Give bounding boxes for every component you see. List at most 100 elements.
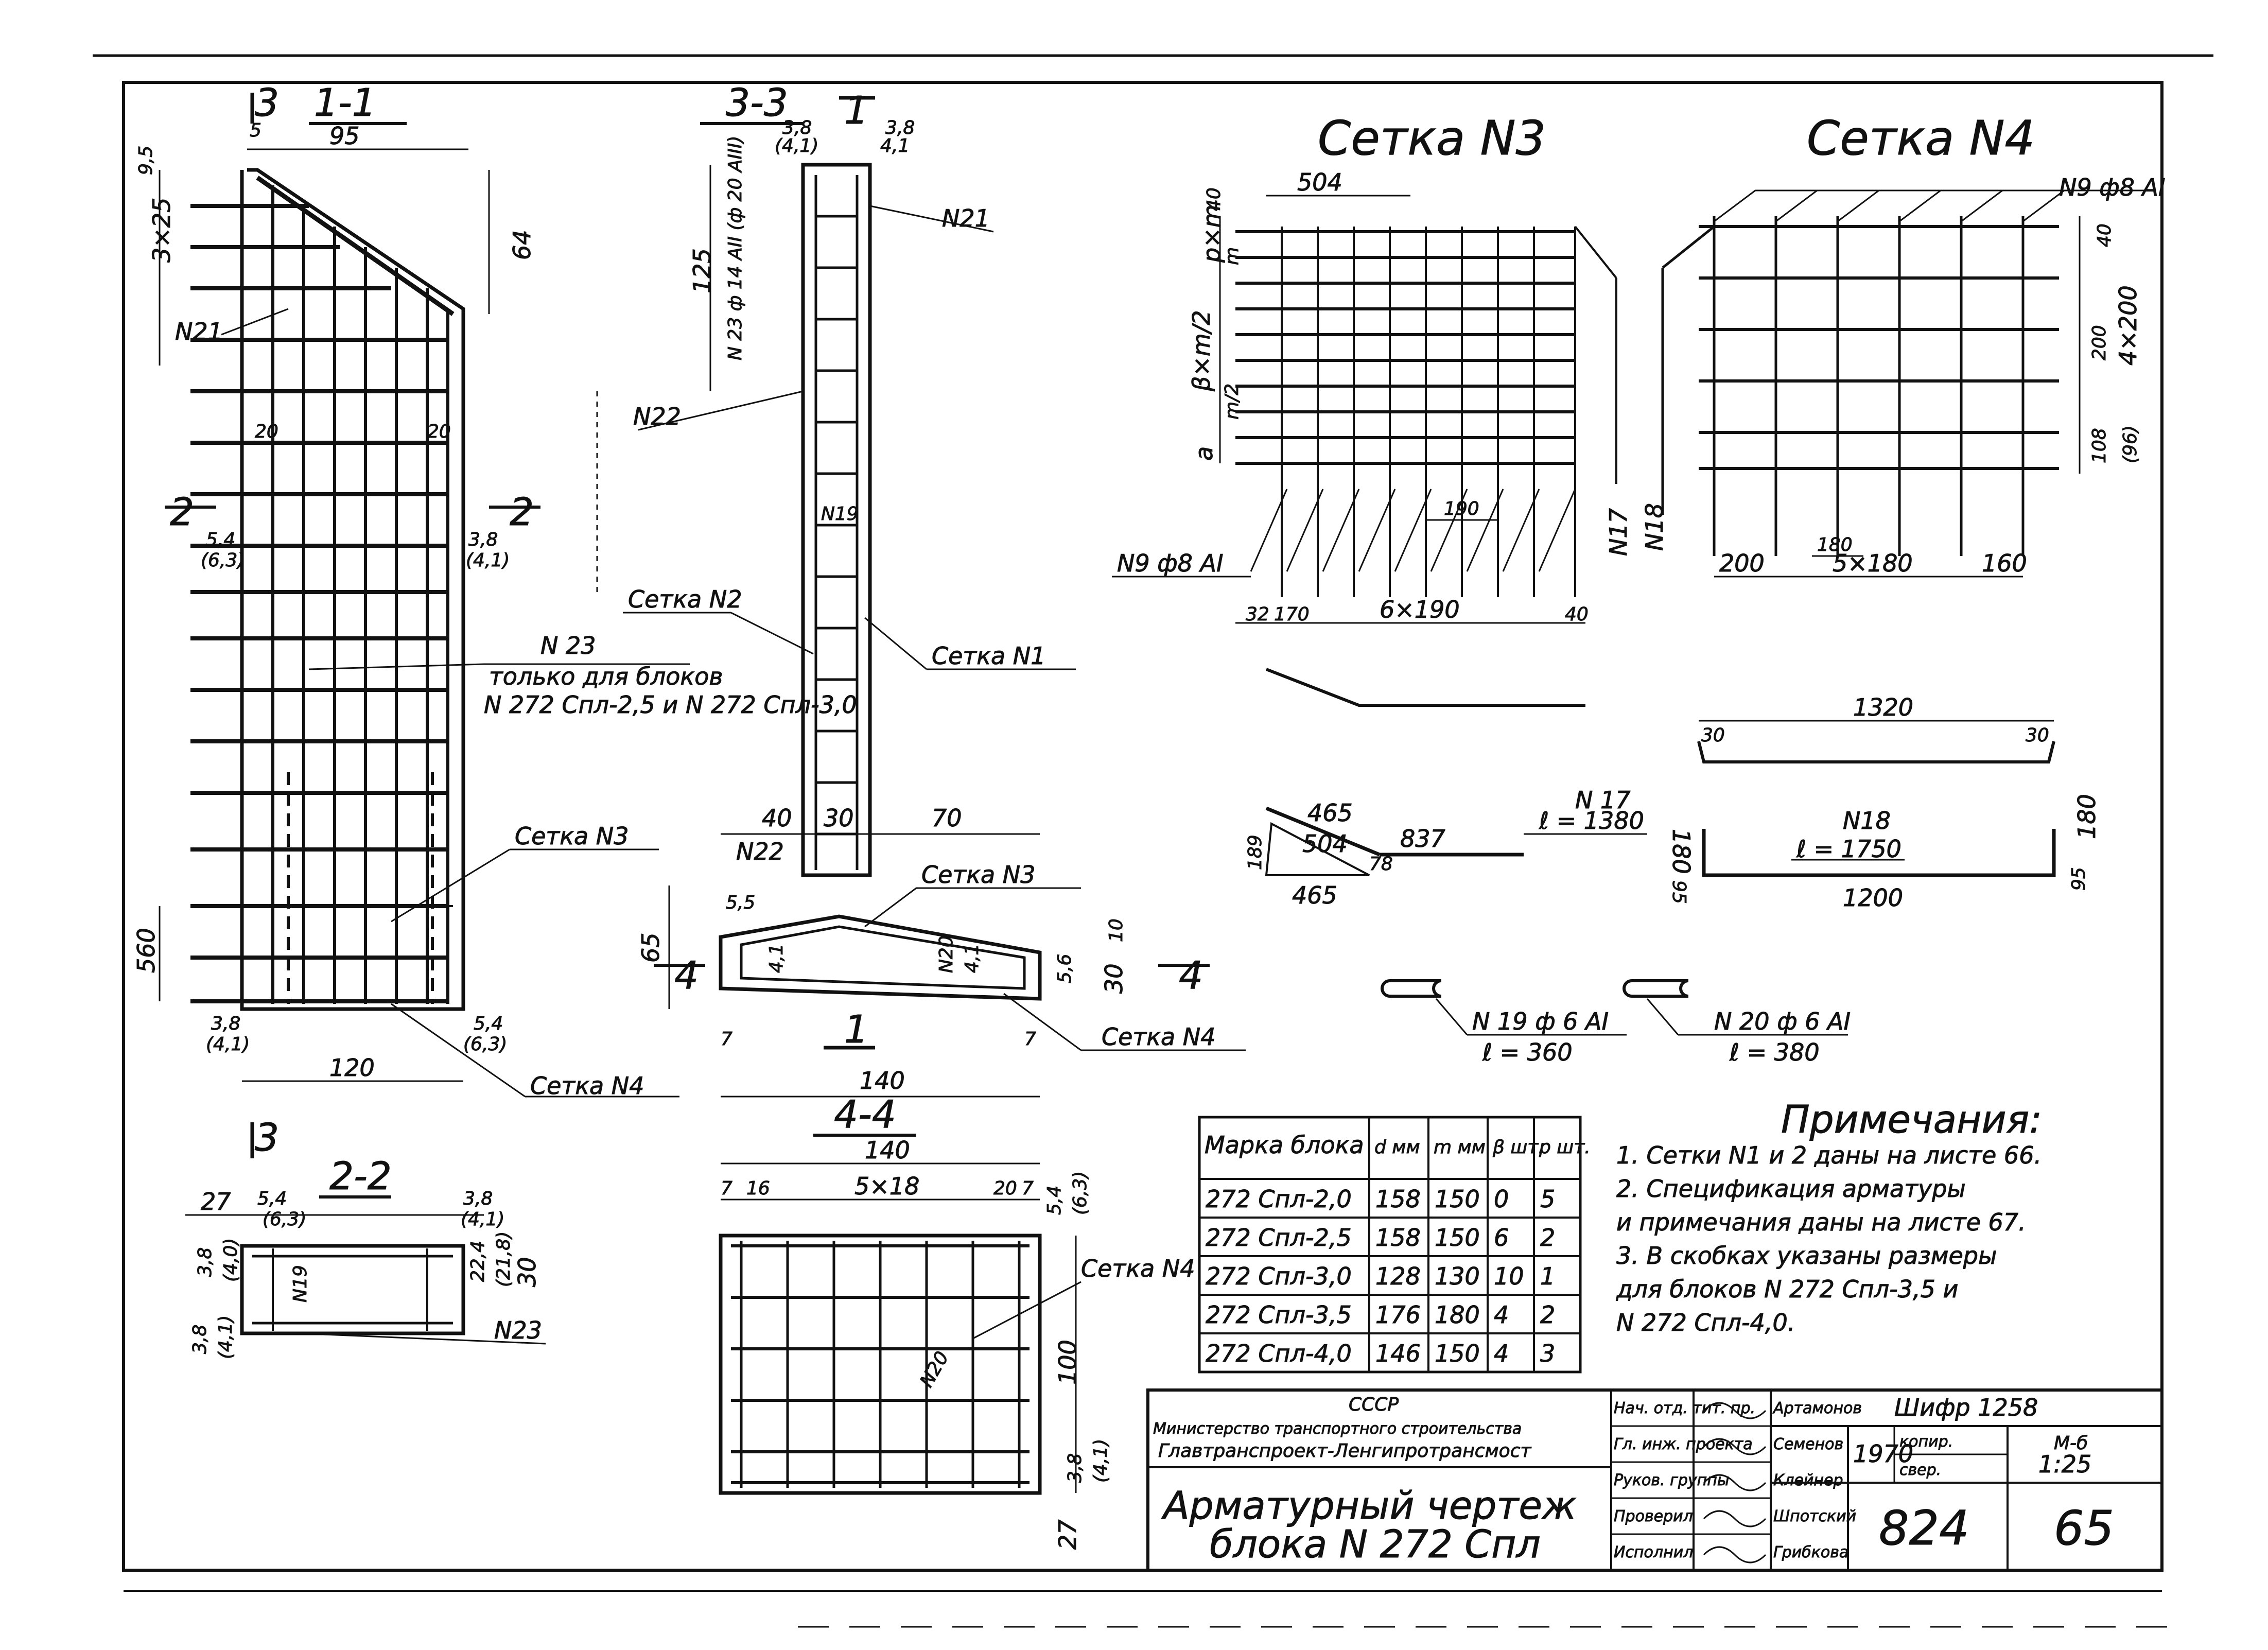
dim-108: 108 — [2089, 428, 2110, 463]
n17-length: ℓ = 1380 — [1539, 807, 1644, 835]
table-header-3: β шт. — [1492, 1137, 1544, 1158]
stamp-org-institute: Главтранспроект-Ленгипротрансмост — [1158, 1440, 1531, 1462]
dim-140: 140 — [865, 1136, 910, 1164]
dim-3-8-b: 3,8 — [885, 117, 915, 138]
label-setka-n1: Сетка N1 — [932, 642, 1046, 670]
dim-bottom-3-8: 3,8 — [189, 1325, 211, 1354]
dim-9-5: 9,5 — [135, 146, 156, 175]
dim-left-3-8: 3,8 — [195, 1247, 216, 1277]
table-cell: 0 — [1494, 1185, 1509, 1213]
dim-4-1: (4,1) — [1090, 1439, 1111, 1483]
mesh-n3-title: Сетка N3 — [1318, 111, 1546, 166]
table-cell: 158 — [1375, 1224, 1421, 1252]
table-cell: 2 — [1540, 1224, 1555, 1252]
stamp-role-2: Гл. инж. проекта — [1614, 1435, 1753, 1453]
stamp-scale-m: М-б — [2054, 1433, 2088, 1454]
table-cell: 130 — [1435, 1262, 1480, 1290]
dim-16: 16 — [746, 1178, 770, 1199]
note-line-3: и примечания даны на листе 67. — [1616, 1208, 2026, 1236]
cut-1-top: 1 — [844, 89, 868, 133]
dim-95: 95 — [329, 122, 360, 150]
label-setka-n4: Сетка N4 — [1102, 1023, 1216, 1051]
label-setka-n3: Сетка N3 — [515, 822, 629, 850]
dim-140: 140 — [860, 1067, 905, 1095]
table-cell: 158 — [1375, 1185, 1421, 1213]
dim-m-2: m/2 — [1222, 384, 1243, 420]
label-setka-n3: Сетка N3 — [921, 861, 1036, 889]
dim-180-left: 180 — [1667, 829, 1695, 874]
cut-4-right: 4 — [1179, 953, 1203, 998]
dim-180: 180 — [1817, 534, 1853, 555]
cut-4-left: 4 — [674, 953, 699, 998]
dim-40-right: 40 — [1565, 604, 1589, 625]
stamp-copy: копир. — [1899, 1433, 1953, 1451]
cut-3-bottom: 3 — [255, 1116, 279, 1160]
label-n20: N 20 ф 6 AI — [1714, 1008, 1851, 1035]
stamp-album-number: 824 — [1879, 1501, 1969, 1556]
dim-7-right: 7 — [1024, 1029, 1036, 1050]
table-cell: 150 — [1435, 1185, 1480, 1213]
table-cell: 4 — [1494, 1301, 1509, 1329]
stamp-name-1: Артамонов — [1772, 1399, 1862, 1417]
cut-2-left: 2 — [170, 490, 194, 534]
label-n9-bottom: N9 ф8 AI — [1117, 549, 1224, 577]
note-line-2: 2. Спецификация арматуры — [1616, 1175, 1966, 1203]
table-cell: 2 — [1540, 1301, 1555, 1329]
dim-5x180: 5×180 — [1833, 549, 1913, 577]
dim-20: 20 — [993, 1178, 1017, 1199]
dim-5-6: 5,6 — [1054, 954, 1075, 983]
dim-100: 100 — [1054, 1340, 1081, 1385]
section-1-1-title: 1-1 — [314, 81, 376, 125]
dim-6-3: (6,3) — [263, 1209, 306, 1230]
table-cell: 150 — [1435, 1340, 1480, 1367]
dim-200-bottom: 200 — [1719, 549, 1765, 577]
dim-22-4: 22,4 — [467, 1241, 489, 1282]
stamp-role-4: Проверил — [1614, 1507, 1693, 1525]
dim-125: 125 — [688, 248, 716, 293]
label-n23: N 23 — [540, 632, 596, 659]
dim-20-right: 20 — [427, 421, 451, 442]
dim-560: 560 — [132, 928, 160, 973]
section-3-3: 3-3 1 3,8 (4,1) 3,8 4,1 125 N21 N22 N19 … — [623, 81, 1246, 1098]
signatures — [1703, 1402, 1767, 1564]
stamp-name-3: Клейнер — [1773, 1471, 1843, 1489]
dim-504: 504 — [1297, 168, 1342, 196]
stamp-role-5: Исполнил — [1614, 1543, 1693, 1561]
label-n19: N19 — [290, 1265, 311, 1302]
n18-length: ℓ = 1750 — [1796, 835, 1901, 863]
table-cell: 3 — [1540, 1340, 1555, 1367]
dim-78: 78 — [1369, 854, 1393, 875]
section-3-3-title: 3-3 — [726, 81, 788, 125]
section-2-2-title: 2-2 — [329, 1154, 392, 1199]
dim-70: 70 — [932, 804, 962, 832]
mesh-n3: Сетка N3 504 p×m 40 m β×m/2 — [1112, 111, 1633, 707]
label-n22-bottom: N22 — [736, 838, 784, 865]
dim-p-x-m: p×m — [1198, 204, 1226, 263]
section-4-4-title: 4-4 — [834, 1092, 896, 1137]
table-cell: 272 Спл-3,0 — [1206, 1262, 1352, 1290]
dim-5-4: 5,4 — [206, 529, 235, 550]
dim-27: 27 — [1054, 1519, 1081, 1550]
dim-120: 120 — [329, 1054, 375, 1082]
table-cell: 272 Спл-2,5 — [1206, 1224, 1352, 1252]
dim-65: 65 — [637, 932, 665, 963]
dim-1200: 1200 — [1843, 884, 1903, 912]
label-n20: N20 — [936, 935, 957, 973]
label-n21: N21 — [175, 318, 223, 345]
dim-7-right: 7 — [1022, 1178, 1034, 1199]
dim-30: 30 — [824, 804, 854, 832]
stamp-role-1: Нач. отд. тит. пр. — [1614, 1399, 1755, 1417]
stamp-sver: свер. — [1899, 1461, 1941, 1479]
label-n21: N21 — [942, 204, 990, 232]
note-line-4: 3. В скобках указаны размеры — [1616, 1242, 1997, 1270]
label-n17: N17 — [1604, 508, 1632, 556]
dim-6x190: 6×190 — [1380, 596, 1460, 623]
label-n18: N18 — [1641, 503, 1668, 551]
section-1-1: 3 1-1 — [132, 81, 858, 1160]
label-n23: N23 — [494, 1316, 542, 1344]
dim-4x200: 4×200 — [2114, 285, 2142, 366]
label-n17: N 17 — [1575, 786, 1631, 814]
dim-170: 170 — [1274, 604, 1310, 625]
dim-3-8: 3,8 — [1065, 1453, 1086, 1483]
table-cell: 10 — [1494, 1262, 1524, 1290]
